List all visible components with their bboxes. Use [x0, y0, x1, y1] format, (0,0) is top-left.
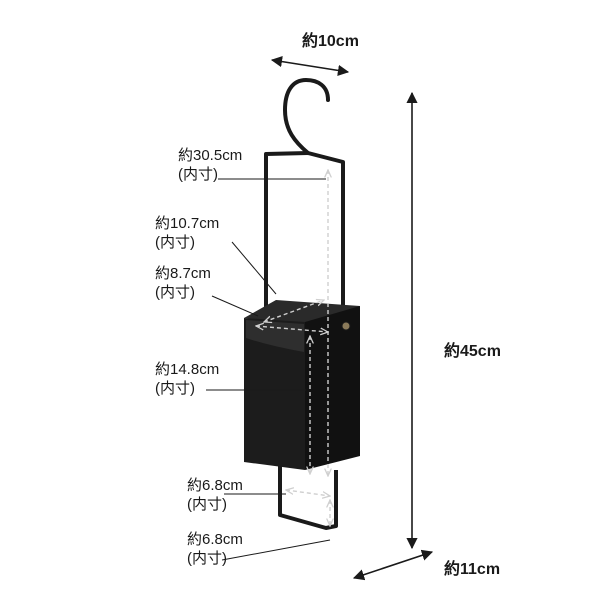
hook-frame-height-value: 約30.5cm — [178, 147, 243, 164]
hook-frame-height-label: 約30.5cm (内寸) — [178, 146, 242, 184]
hanger-hook — [282, 77, 330, 155]
case-height-label: 約14.8cm (内寸) — [155, 360, 219, 398]
hook-frame-height-inner: (内寸) — [178, 166, 218, 183]
bottom-frame — [278, 466, 338, 530]
case-height-value: 約14.8cm — [155, 361, 220, 378]
depth-top-label: 約10.7cm (内寸) — [155, 214, 219, 252]
bottom-depth-arrow — [352, 549, 434, 581]
leader-lines — [206, 178, 331, 561]
case-height-inner: (内寸) — [155, 380, 195, 397]
top-width-arrow — [270, 56, 350, 76]
width-top-inner: (内寸) — [155, 284, 195, 301]
width-top-value: 約8.7cm — [155, 265, 211, 282]
outer-dimension-arrows — [270, 56, 434, 581]
case-body — [244, 300, 360, 470]
bottom-frame-b-value: 約6.8cm — [187, 531, 243, 548]
depth-top-value: 約10.7cm — [155, 215, 220, 232]
bottom-depth-label: 約11cm — [444, 561, 501, 578]
bottom-frame-b-label: 約6.8cm (内寸) — [187, 530, 243, 568]
bottom-frame-b-inner: (内寸) — [187, 550, 227, 567]
bottom-frame-a-inner: (内寸) — [187, 496, 227, 513]
inner-dimension-guides — [256, 170, 330, 526]
bottom-frame-a-value: 約6.8cm — [187, 477, 243, 494]
total-height-label: 約45cm — [444, 343, 501, 360]
depth-top-inner: (内寸) — [155, 234, 195, 251]
rivet-icon — [341, 321, 351, 331]
width-top-label: 約8.7cm (内寸) — [155, 264, 211, 302]
bottom-frame-a-label: 約6.8cm (内寸) — [187, 476, 243, 514]
top-width-label: 約10cm — [302, 33, 359, 50]
